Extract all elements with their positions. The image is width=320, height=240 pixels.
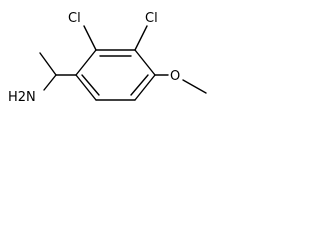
ring-double-bond-3 <box>81 74 100 96</box>
bond-oxygen-methyl <box>182 79 207 94</box>
label-oxygen: O <box>170 69 180 84</box>
label-cl-right: Cl <box>145 11 158 26</box>
ring-bond-3 <box>134 74 156 101</box>
label-amine: H2N <box>8 90 36 105</box>
ring-bond-5 <box>75 74 97 101</box>
ring-double-bond-2 <box>130 74 149 96</box>
ring-bond-6 <box>75 49 97 76</box>
bond-to-cl-left <box>83 25 97 51</box>
molecule-drawing: Cl Cl O H2N <box>8 11 207 105</box>
bond-side-chain-methyl <box>39 52 57 76</box>
bond-to-amine <box>43 74 57 91</box>
ring-bond-2 <box>134 49 156 76</box>
structure-diagram: Cl Cl O H2N <box>0 0 226 123</box>
bond-to-cl-right <box>134 25 148 51</box>
label-cl-left: Cl <box>68 11 81 26</box>
